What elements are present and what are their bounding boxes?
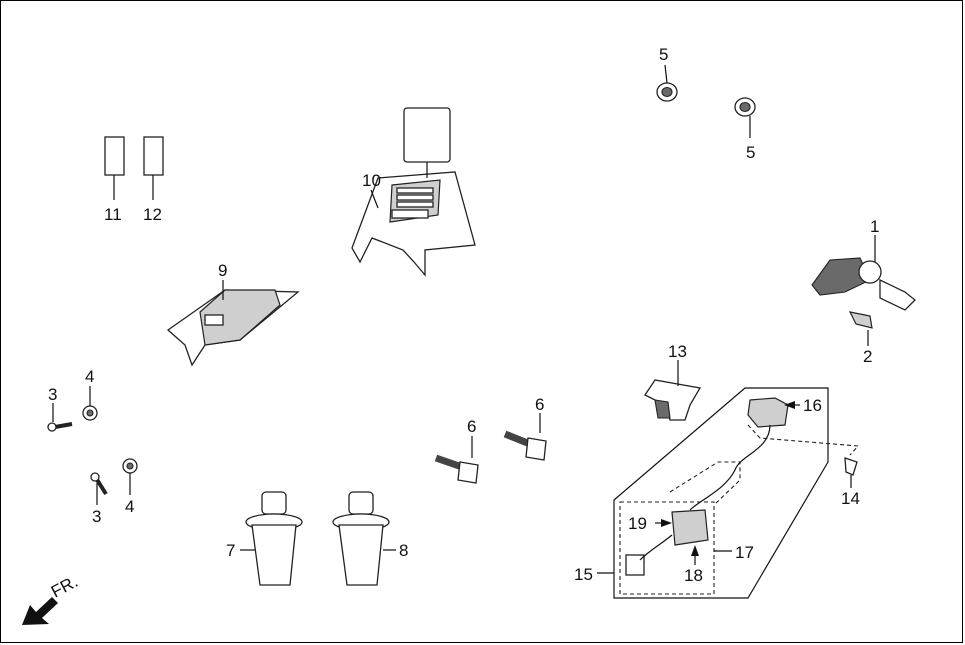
label-5-bottom: 5: [746, 143, 755, 162]
part-7-sleeve: [240, 491, 303, 586]
part-2-lock-screw: [848, 311, 873, 346]
label-4-bottom: 4: [125, 497, 134, 516]
label-2: 2: [863, 347, 872, 366]
label-16: 16: [803, 396, 822, 415]
part-18-19-connector: [625, 509, 709, 576]
label-11: 11: [104, 205, 122, 224]
label-9: 9: [218, 261, 227, 280]
part-11-sticker: [104, 136, 125, 200]
label-3-bottom: 3: [92, 507, 101, 526]
label-13: 13: [668, 342, 687, 361]
part-10-storage-tray: [351, 107, 476, 277]
part-6-bolt-b: [503, 413, 547, 461]
label-19: 19: [628, 514, 647, 533]
label-7: 7: [226, 541, 235, 560]
part-13-bracket: [644, 360, 702, 421]
part-3-screw-a: [47, 403, 73, 432]
part-3-screw-b: [90, 472, 108, 505]
part-5-washer-b: [734, 97, 756, 138]
part-5-washer-a: [656, 64, 678, 102]
part-6-bolt-a: [434, 436, 479, 484]
label-12: 12: [143, 205, 162, 224]
label-8: 8: [399, 541, 408, 560]
label-5-top: 5: [659, 45, 668, 64]
label-6-left: 6: [467, 417, 476, 436]
label-6-right: 6: [535, 395, 544, 414]
part-4-washer-b: [122, 458, 138, 495]
part-4-washer-a: [82, 386, 98, 421]
part-8-sleeve: [332, 491, 396, 586]
part-14-screw: [844, 457, 858, 488]
front-direction-arrow-icon: [22, 597, 58, 625]
label-17: 17: [735, 543, 754, 562]
label-10: 10: [362, 171, 381, 190]
front-direction-label: FR.: [48, 572, 81, 602]
label-1: 1: [870, 217, 879, 236]
label-15: 15: [574, 565, 593, 584]
part-12-sticker: [143, 136, 164, 200]
part-1-key-lock: [811, 235, 916, 311]
label-14: 14: [841, 489, 860, 508]
part-15-harness-assembly: [597, 387, 829, 599]
label-18: 18: [684, 566, 703, 585]
label-3-top: 3: [48, 385, 57, 404]
part-9-cover: [166, 280, 300, 367]
label-4-top: 4: [85, 367, 94, 386]
part-16-sensor: [689, 397, 860, 511]
